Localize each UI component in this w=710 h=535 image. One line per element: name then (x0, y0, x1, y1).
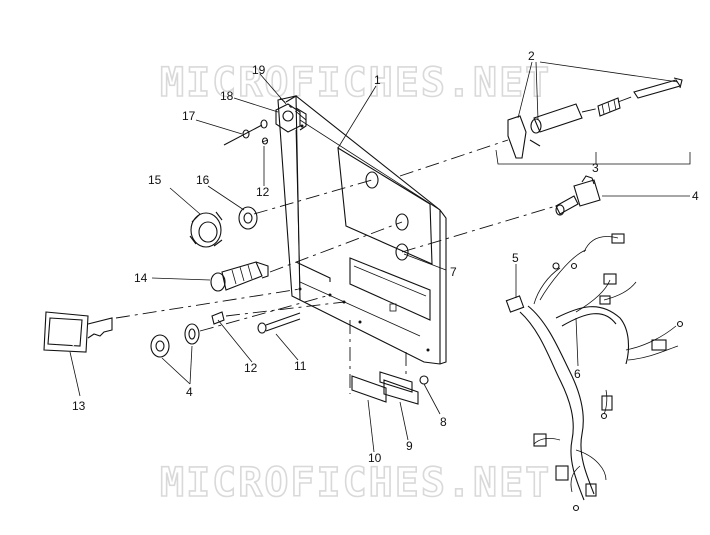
watermark-bottom: MICROFICHES.NET (160, 460, 551, 506)
bracket-assembly (351, 371, 429, 405)
callout-14: 14 (134, 271, 148, 285)
callout-18: 18 (220, 89, 234, 103)
callout-10: 10 (368, 451, 382, 465)
leader-lines (69, 61, 690, 453)
callout-4-lower: 4 (186, 385, 193, 399)
washer-16 (238, 206, 258, 230)
callout-12-upper: 12 (256, 185, 270, 199)
callout-labels: 1 2 3 4 5 6 7 8 9 10 11 12 12 13 4 14 15… (72, 49, 699, 465)
screw (223, 119, 269, 146)
callout-11: 11 (294, 359, 307, 373)
callout-17: 17 (182, 109, 196, 123)
ignition-key (43, 311, 113, 353)
group-bracket-3 (495, 149, 691, 165)
callout-7: 7 (450, 265, 457, 279)
callout-13: 13 (72, 399, 86, 413)
callout-19: 19 (252, 63, 266, 77)
callout-5: 5 (512, 251, 519, 265)
callout-9: 9 (406, 439, 413, 453)
watermark-top: MICROFICHES.NET (160, 60, 551, 106)
toggle-switch (555, 175, 601, 216)
nut-washer-4 (150, 323, 200, 358)
callout-15: 15 (148, 173, 162, 187)
latch-assembly (507, 77, 683, 159)
callout-6: 6 (574, 367, 581, 381)
ignition-switch (210, 261, 269, 292)
screw-11 (257, 312, 301, 334)
callout-1: 1 (374, 73, 381, 87)
callout-3: 3 (592, 161, 599, 175)
callout-4-upper: 4 (692, 189, 699, 203)
callout-12-lower: 12 (244, 361, 258, 375)
callout-2: 2 (528, 49, 535, 63)
nut-15 (189, 211, 223, 248)
callout-8: 8 (440, 415, 447, 429)
assembly-centerlines (115, 95, 635, 394)
callout-16: 16 (196, 173, 210, 187)
wiring-harness (505, 233, 684, 512)
dash-panel (277, 95, 447, 365)
plug-12 (211, 311, 225, 325)
